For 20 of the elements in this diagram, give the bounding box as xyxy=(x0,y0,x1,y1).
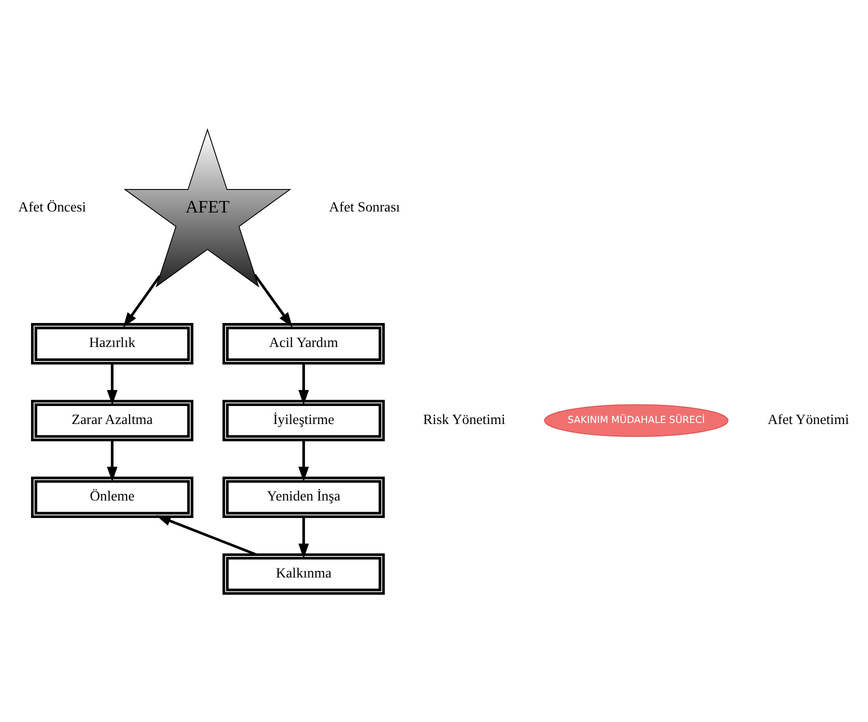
arrow xyxy=(106,362,118,405)
arrow xyxy=(254,273,293,327)
label: Afet Öncesi xyxy=(18,198,86,215)
label: Risk Yönetimi xyxy=(423,411,506,428)
arrow xyxy=(298,362,309,405)
node-box: Yeniden İnşa xyxy=(222,476,385,518)
arrow xyxy=(298,516,309,558)
node-box: Zarar Azaltma xyxy=(31,399,194,441)
arrow xyxy=(106,439,118,482)
label: Afet Yönetimi xyxy=(768,411,849,428)
node-box: Acil Yardım xyxy=(222,322,385,364)
node-box: Önleme xyxy=(31,476,194,518)
arrow xyxy=(298,439,309,482)
node-ellipse: SAKINIM MÜDAHALE SÜRECİ xyxy=(544,404,729,436)
arrow xyxy=(156,514,257,556)
label: Afet Sonrası xyxy=(329,198,400,215)
node-box: Hazırlık xyxy=(31,322,194,364)
arrow xyxy=(123,274,161,328)
node-box: Kalkınma xyxy=(222,552,385,594)
node-box: İyileştirme xyxy=(222,399,385,441)
